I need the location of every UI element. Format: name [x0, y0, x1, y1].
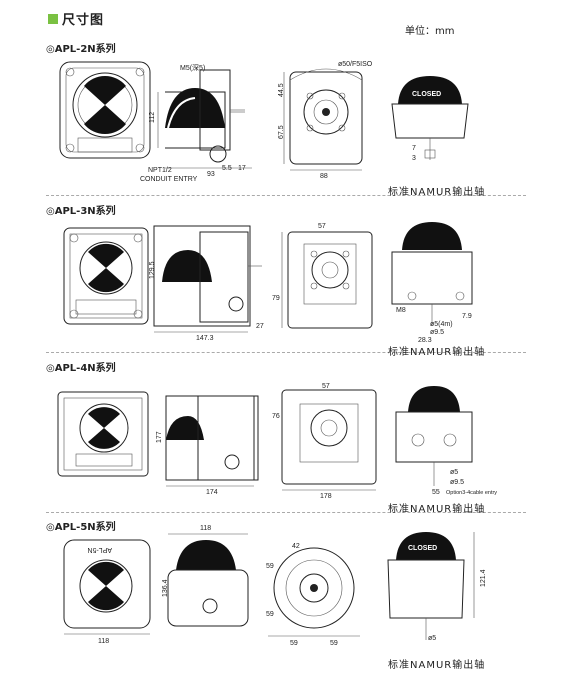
- dim-42: 42: [292, 543, 300, 550]
- dim-m5: M5(深5): [180, 63, 205, 72]
- dim-93: 93: [207, 171, 215, 178]
- section-divider: [46, 512, 526, 513]
- apl-5n-front-view: APL-5N: [63, 539, 151, 635]
- section-label-apl-3n: ◎APL-3N系列: [46, 206, 116, 217]
- dim-17: 17: [238, 165, 246, 172]
- section-label-apl-2n: ◎APL-2N系列: [46, 44, 116, 55]
- dim-59-h-a: 59: [266, 563, 274, 570]
- dim-55-4n: 55: [432, 489, 440, 496]
- dim-88: 88: [320, 173, 328, 180]
- closed-indicator-label: CLOSED: [412, 91, 441, 98]
- apl-2n-side-view: [157, 69, 252, 169]
- apl-3n-bottom-view: [281, 231, 373, 329]
- title-marker: [48, 14, 58, 24]
- page-title: 尺寸图: [62, 13, 105, 28]
- namur-caption: 标准NAMUR输出轴: [388, 660, 486, 671]
- page-header: 尺寸图 单位：mm: [0, 0, 572, 40]
- apl-5n-perspective-view: CLOSED: [387, 532, 475, 640]
- dim-67-5: 67.5: [278, 125, 285, 139]
- dim-d9-5-4n: ø9.5: [450, 479, 464, 486]
- dim-d5-4m: ø5(4m): [430, 321, 453, 328]
- namur-caption: 标准NAMUR输出轴: [388, 504, 486, 515]
- section-divider: [46, 352, 526, 353]
- dim-79: 79: [272, 295, 280, 302]
- dim-27: 27: [256, 323, 264, 330]
- dim-d50: ø50/F5ISO: [338, 61, 373, 68]
- dim-28-3: 28.3: [418, 337, 432, 344]
- apl-4n-side-view: [165, 395, 259, 487]
- dim-118-front: 118: [98, 638, 109, 645]
- option-cable-entry: Option3-4cable entry: [446, 490, 497, 496]
- dim-d5-5n: ø5: [428, 635, 436, 642]
- dim-147-3: 147.3: [196, 335, 214, 342]
- dim-121-4: 121.4: [480, 569, 487, 587]
- apl-4n-front-view: [57, 391, 149, 477]
- apl-3n-side-view: [153, 225, 262, 333]
- namur-caption: 标准NAMUR输出轴: [388, 347, 486, 358]
- apl-4n-bottom-view: [281, 389, 377, 491]
- dim-174: 174: [206, 489, 218, 496]
- dim-118-side: 118: [200, 525, 211, 532]
- apl-5n-side-view: [167, 533, 249, 627]
- apl-2n-perspective-view: CLOSED: [391, 76, 469, 160]
- apl-2n-front-view: [59, 61, 151, 159]
- dim-conduit: CONDUIT ENTRY: [140, 176, 198, 183]
- dim-3: 3: [412, 155, 416, 162]
- apl-3n-perspective-view: [391, 222, 473, 326]
- dim-129-5: 129.5: [149, 261, 156, 279]
- section-divider: [46, 195, 526, 196]
- dim-7: 7: [412, 145, 416, 152]
- closed-indicator-label-5n: CLOSED: [408, 545, 437, 552]
- dim-57-4n: 57: [322, 383, 330, 390]
- dim-76: 76: [272, 413, 280, 420]
- unit-label: 单位：mm: [405, 26, 455, 37]
- section-label-apl-4n: ◎APL-4N系列: [46, 363, 116, 374]
- apl-4n-perspective-view: [395, 386, 473, 486]
- apl-5n-bottom-view: [268, 547, 360, 637]
- section-label-apl-5n: ◎APL-5N系列: [46, 522, 116, 533]
- dim-m8: M8: [396, 307, 406, 314]
- apl-5n-label: APL-5N: [87, 546, 112, 553]
- dim-d5-4n: ø5: [450, 469, 458, 476]
- apl-3n-front-view: [63, 227, 149, 325]
- dim-177: 177: [156, 431, 163, 443]
- dim-136-4: 136.4: [162, 579, 169, 597]
- dim-112: 112: [149, 112, 156, 123]
- dim-57: 57: [318, 223, 326, 230]
- dim-npt: NPT1/2: [148, 167, 172, 174]
- dim-44-5: 44.5: [278, 83, 285, 97]
- namur-caption: 标准NAMUR输出轴: [388, 187, 486, 198]
- dim-178: 178: [320, 493, 332, 500]
- dim-7-9: 7.9: [462, 313, 472, 320]
- dim-59-w-a: 59: [290, 640, 298, 647]
- dim-59-h-b: 59: [266, 611, 274, 618]
- dim-5-5: 5.5: [222, 165, 232, 172]
- dim-59-w-b: 59: [330, 640, 338, 647]
- apl-2n-bottom-view: [283, 68, 363, 171]
- dim-d9-5: ø9.5: [430, 329, 444, 336]
